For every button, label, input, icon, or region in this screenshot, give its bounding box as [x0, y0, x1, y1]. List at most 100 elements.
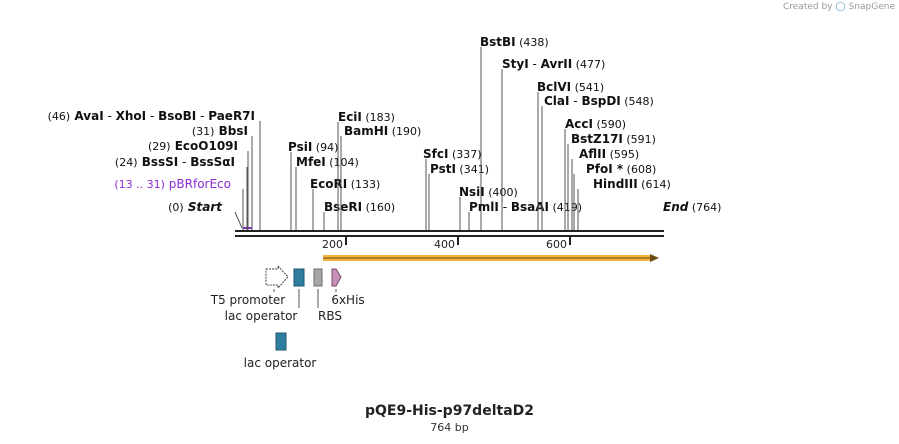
- site-label: EcoRI (133): [310, 177, 380, 191]
- site-separator: -: [104, 109, 116, 123]
- site-position: (31): [192, 125, 215, 138]
- feature-label: RBS: [318, 309, 342, 323]
- site-label: StyI - AvrII (477): [502, 57, 605, 71]
- site-label: SfcI (337): [423, 147, 482, 161]
- site-label: NsiI (400): [459, 185, 518, 199]
- site-label: (13 .. 31) pBRforEco: [114, 177, 231, 191]
- site-position: (46): [48, 110, 71, 123]
- feature-rbs: [313, 268, 323, 287]
- feature-t5-promoter: [265, 264, 289, 290]
- site-position: (595): [606, 148, 639, 161]
- site-name: BsaAI: [511, 200, 549, 214]
- site-name: EcoRI: [310, 177, 347, 191]
- site-name: StyI: [502, 57, 529, 71]
- feature-label: T5 promoter: [210, 293, 286, 307]
- feature-label: lac operator: [244, 356, 317, 370]
- site-name: AccI: [565, 117, 593, 131]
- site-position: (614): [638, 178, 671, 191]
- ruler-tick-label: 200: [322, 238, 343, 251]
- site-label: AflII (595): [579, 147, 639, 161]
- site-separator: -: [178, 155, 190, 169]
- site-name: XhoI: [116, 109, 147, 123]
- feature-lac-operator: [293, 268, 305, 287]
- site-name: PsiI: [288, 140, 312, 154]
- site-name: End: [663, 200, 689, 214]
- site-name: BspDI: [581, 94, 620, 108]
- site-position: (13 .. 31): [114, 178, 165, 191]
- ruler-tick-label: 600: [546, 238, 567, 251]
- site-position: (541): [571, 81, 604, 94]
- site-position: (608): [623, 163, 656, 176]
- site-label: MfeI (104): [296, 155, 359, 169]
- site-name: EcoO109I: [171, 139, 238, 153]
- site-name: pBRforEco: [165, 177, 231, 191]
- site-position: (477): [572, 58, 605, 71]
- site-name: BbsI: [214, 124, 248, 138]
- site-position: (190): [388, 125, 421, 138]
- site-label: (0) Start: [168, 200, 223, 214]
- site-name: PfoI *: [586, 162, 624, 176]
- site-name: AvaI: [70, 109, 103, 123]
- site-name: Start: [184, 200, 224, 214]
- site-name: BssSαI: [190, 155, 235, 169]
- site-name: MfeI: [296, 155, 326, 169]
- site-label: (24) BssSI - BssSαI: [115, 155, 235, 169]
- site-position: (337): [448, 148, 481, 161]
- site-label: AccI (590): [565, 117, 626, 131]
- site-position: (183): [362, 111, 395, 124]
- site-separator: -: [569, 94, 581, 108]
- snapgene-logo-icon: ◯: [835, 2, 846, 12]
- site-label: HindIII (614): [593, 177, 671, 191]
- site-separator: -: [529, 57, 541, 71]
- snapgene-credit: Created by ◯ SnapGene: [783, 2, 895, 12]
- feature-label: lac operator: [225, 309, 298, 323]
- feature-6xhis: [331, 268, 342, 287]
- site-position: (0): [168, 201, 184, 214]
- site-name: HindIII: [593, 177, 638, 191]
- credit-prefix: Created by: [782, 2, 833, 12]
- orf-arrowhead: [650, 254, 659, 262]
- site-position: (764): [688, 201, 721, 214]
- site-name: BseRI: [324, 200, 362, 214]
- map-title: pQE9-His-p97deltaD2: [364, 403, 535, 419]
- site-label: BamHI (190): [344, 124, 421, 138]
- site-position: (24): [115, 156, 138, 169]
- map-length: 764 bp: [430, 421, 469, 434]
- site-label: BstBI (438): [480, 35, 549, 49]
- site-position: (548): [621, 95, 654, 108]
- site-label: PstI (341): [430, 162, 489, 176]
- site-separator: -: [499, 200, 511, 214]
- site-name: SfcI: [423, 147, 448, 161]
- site-separator: -: [146, 109, 158, 123]
- site-name: AflII: [579, 147, 606, 161]
- site-position: (438): [516, 36, 549, 49]
- site-position: (160): [362, 201, 395, 214]
- site-label: ClaI - BspDI (548): [544, 94, 654, 108]
- site-name: EciI: [338, 110, 362, 124]
- site-name: PmlI: [469, 200, 499, 214]
- site-label: (29) EcoO109I: [148, 139, 238, 153]
- site-position: (419): [549, 201, 582, 214]
- site-label: BstZ17I (591): [571, 132, 656, 146]
- site-name: NsiI: [459, 185, 485, 199]
- promoter-arrow: [265, 264, 289, 290]
- site-name: BsoBI: [158, 109, 196, 123]
- site-position: (590): [593, 118, 626, 131]
- ruler-tick-label: 400: [434, 238, 455, 251]
- site-label: EciI (183): [338, 110, 395, 124]
- site-label: PfoI * (608): [586, 162, 656, 176]
- site-name: BclVI: [537, 80, 571, 94]
- site-name: BstZ17I: [571, 132, 623, 146]
- site-name: ClaI: [544, 94, 569, 108]
- site-label: End (764): [663, 200, 721, 214]
- site-label: (46) AvaI - XhoI - BsoBI - PaeR7I: [48, 109, 255, 123]
- feature-lac-operator-2: [275, 332, 287, 351]
- site-name: BamHI: [344, 124, 388, 138]
- site-label: BseRI (160): [324, 200, 395, 214]
- site-label: BclVI (541): [537, 80, 604, 94]
- site-position: (94): [312, 141, 338, 154]
- site-name: PaeR7I: [208, 109, 255, 123]
- site-position: (104): [326, 156, 359, 169]
- site-position: (591): [623, 133, 656, 146]
